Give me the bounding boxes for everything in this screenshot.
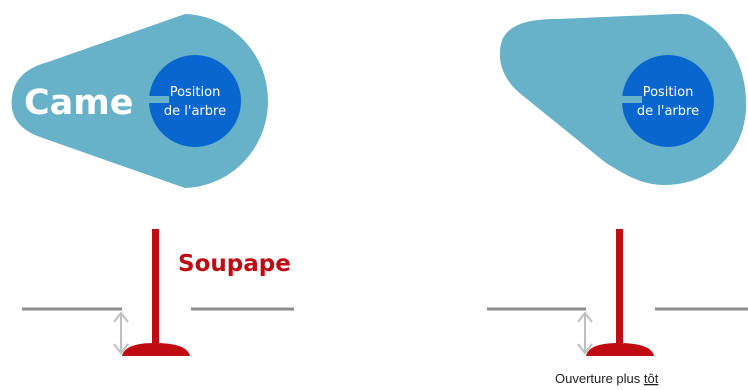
left-shaft-circle	[149, 55, 241, 147]
left-shaft-label-line2: de l'arbre	[164, 104, 226, 119]
right-panel: Position de l'arbre Ouverture plus tôt	[487, 14, 748, 386]
left-panel: Came Position de l'arbre Soupape	[11, 14, 294, 356]
right-shaft-label-line2: de l'arbre	[637, 104, 699, 119]
left-valve-head	[122, 343, 190, 356]
caption-emphasis: tôt	[644, 371, 659, 386]
valve-label: Soupape	[178, 251, 291, 277]
cam-label: Came	[24, 83, 134, 123]
right-lift-arrow	[577, 311, 593, 355]
caption-prefix: Ouverture plus	[555, 371, 644, 386]
left-shaft-label-line1: Position	[170, 85, 221, 100]
right-shaft-circle	[622, 55, 714, 147]
left-lift-arrow	[113, 311, 129, 355]
right-valve	[586, 229, 654, 356]
right-caption: Ouverture plus tôt	[555, 371, 659, 386]
right-valve-head	[586, 343, 654, 356]
left-shaft-marker	[149, 96, 169, 103]
right-shaft-marker	[622, 96, 642, 103]
right-valve-stem	[616, 229, 623, 346]
left-valve	[122, 229, 190, 356]
right-shaft-label-line1: Position	[643, 85, 694, 100]
left-valve-stem	[152, 229, 159, 346]
